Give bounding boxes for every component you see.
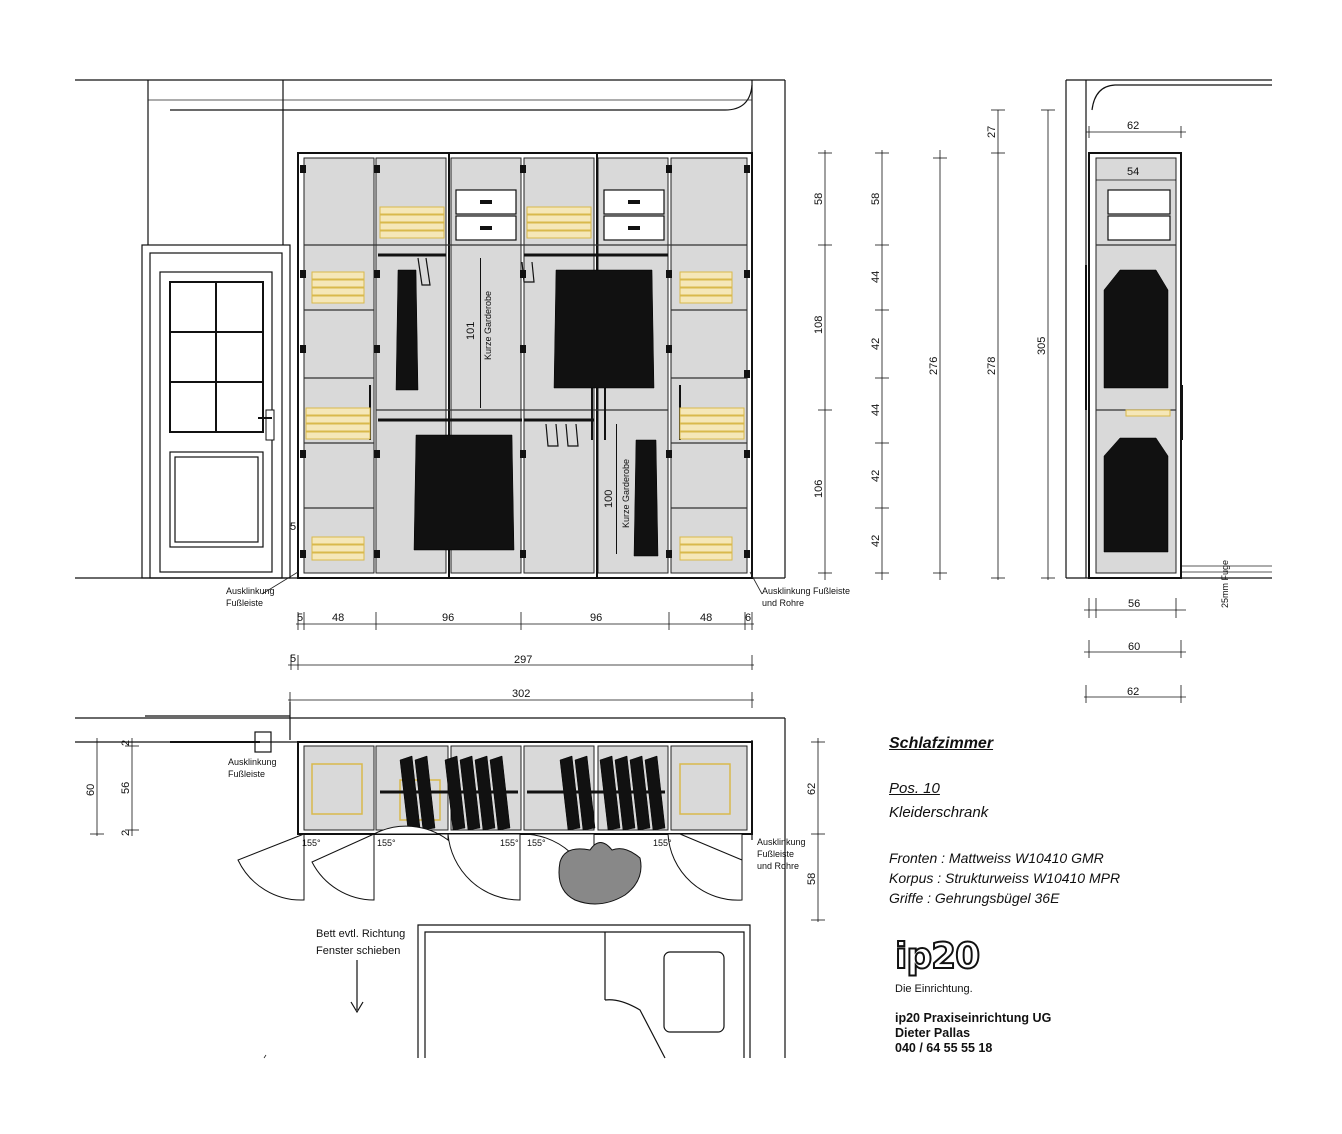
svg-text:62: 62 <box>1127 120 1139 132</box>
svg-text:44: 44 <box>870 271 882 283</box>
svg-text:106: 106 <box>813 480 825 498</box>
svg-text:155°: 155° <box>527 838 546 848</box>
storage-boxes <box>455 189 665 241</box>
svg-text:6: 6 <box>745 612 751 624</box>
plan-cutout-right-1: Ausklinkung <box>757 837 806 847</box>
svg-text:48: 48 <box>700 612 712 624</box>
position-number: Pos. 10 <box>889 780 940 797</box>
svg-text:48: 48 <box>332 612 344 624</box>
side-elevation: 62 54 25mm Fuge 56 60 62 <box>1065 79 1272 703</box>
floor-plan: 155° 155° 155° 155° 155° Ausklinkung Fuß… <box>75 702 825 1059</box>
svg-text:5: 5 <box>297 612 303 624</box>
dog-icon <box>558 842 642 905</box>
svg-text:155°: 155° <box>302 838 321 848</box>
bed-outline <box>417 924 751 1059</box>
svg-text:302: 302 <box>512 688 530 700</box>
company-logo: ip20 <box>894 935 981 978</box>
contact-phone: 040 / 64 55 55 18 <box>895 1041 993 1055</box>
svg-text:58: 58 <box>806 873 818 885</box>
svg-text:58: 58 <box>870 193 882 205</box>
svg-text:62: 62 <box>1127 686 1139 698</box>
cutout-right-note-1: Ausklinkung Fußleiste <box>762 586 850 596</box>
svg-text:297: 297 <box>514 654 532 666</box>
towel-stacks <box>305 206 745 561</box>
svg-text:60: 60 <box>85 784 97 796</box>
spec-handles: Griffe : Gehrungsbügel 36E <box>889 890 1060 906</box>
contact-person: Dieter Pallas <box>895 1026 971 1040</box>
short-wardrobe-2-height: 100 <box>603 490 615 508</box>
cutout-right-note-2: und Rohre <box>762 598 804 608</box>
door-handle-icon <box>265 409 275 441</box>
plan-cutout-left-2: Fußleiste <box>228 769 265 779</box>
joint-note: 25mm Fuge <box>1220 560 1230 608</box>
short-wardrobe-2-label: Kurze Garderobe <box>621 459 631 528</box>
bed-note-1: Bett evtl. Richtung <box>316 928 405 940</box>
svg-text:278: 278 <box>986 357 998 375</box>
front-height-dimensions: 58 108 106 58 44 42 44 42 42 276 27 278 … <box>813 109 1055 580</box>
cutout-left-note-1: Ausklinkung <box>226 586 275 596</box>
front-elevation: Kurze Garderobe 101 Kurze Garderobe 100 … <box>75 79 1055 708</box>
hanging-garments <box>395 258 659 557</box>
svg-text:56: 56 <box>120 782 132 794</box>
svg-text:155°: 155° <box>653 838 672 848</box>
bed-note-2: Fenster schieben <box>316 945 400 957</box>
svg-text:60: 60 <box>1128 641 1140 653</box>
logo-tagline: Die Einrichtung. <box>895 983 973 995</box>
plan-cutout-left-1: Ausklinkung <box>228 757 277 767</box>
svg-text:58: 58 <box>813 193 825 205</box>
cutout-left-note-2: Fußleiste <box>226 598 263 608</box>
svg-text:42: 42 <box>870 535 882 547</box>
plan-cutout-right-3: und Rohre <box>757 861 799 871</box>
plan-dimensions: 60 56 2 2 62 58 <box>85 738 825 922</box>
spec-body: Korpus : Strukturweiss W10410 MPR <box>889 870 1121 886</box>
svg-text:155°: 155° <box>377 838 396 848</box>
svg-text:54: 54 <box>1127 166 1139 178</box>
room-door <box>141 244 291 579</box>
short-wardrobe-1-label: Kurze Garderobe <box>483 291 493 360</box>
svg-text:276: 276 <box>928 357 940 375</box>
short-wardrobe-1-height: 101 <box>465 322 477 340</box>
svg-text:27: 27 <box>986 126 998 138</box>
svg-text:2: 2 <box>120 830 132 836</box>
front-width-dimensions: 5 48 96 96 48 6 5 297 302 <box>288 612 754 708</box>
plan-cutout-right-2: Fußleiste <box>757 849 794 859</box>
svg-text:62: 62 <box>806 783 818 795</box>
svg-text:42: 42 <box>870 338 882 350</box>
svg-text:96: 96 <box>442 612 454 624</box>
svg-text:96: 96 <box>590 612 602 624</box>
svg-text:44: 44 <box>870 404 882 416</box>
spec-fronts: Fronten : Mattweiss W10410 GMR <box>889 850 1104 866</box>
plinth-left-dim: 5 <box>290 521 296 533</box>
svg-text:305: 305 <box>1036 337 1048 355</box>
room-title: Schlafzimmer <box>889 735 994 752</box>
svg-text:155°: 155° <box>500 838 519 848</box>
item-name: Kleiderschrank <box>889 804 989 821</box>
company-name: ip20 Praxiseinrichtung UG <box>895 1011 1052 1025</box>
svg-text:5: 5 <box>290 653 296 665</box>
wardrobe-front: Kurze Garderobe 101 Kurze Garderobe 100 <box>297 152 753 579</box>
svg-text:108: 108 <box>813 316 825 334</box>
svg-text:42: 42 <box>870 470 882 482</box>
svg-text:56: 56 <box>1128 598 1140 610</box>
svg-text:2: 2 <box>120 740 132 746</box>
